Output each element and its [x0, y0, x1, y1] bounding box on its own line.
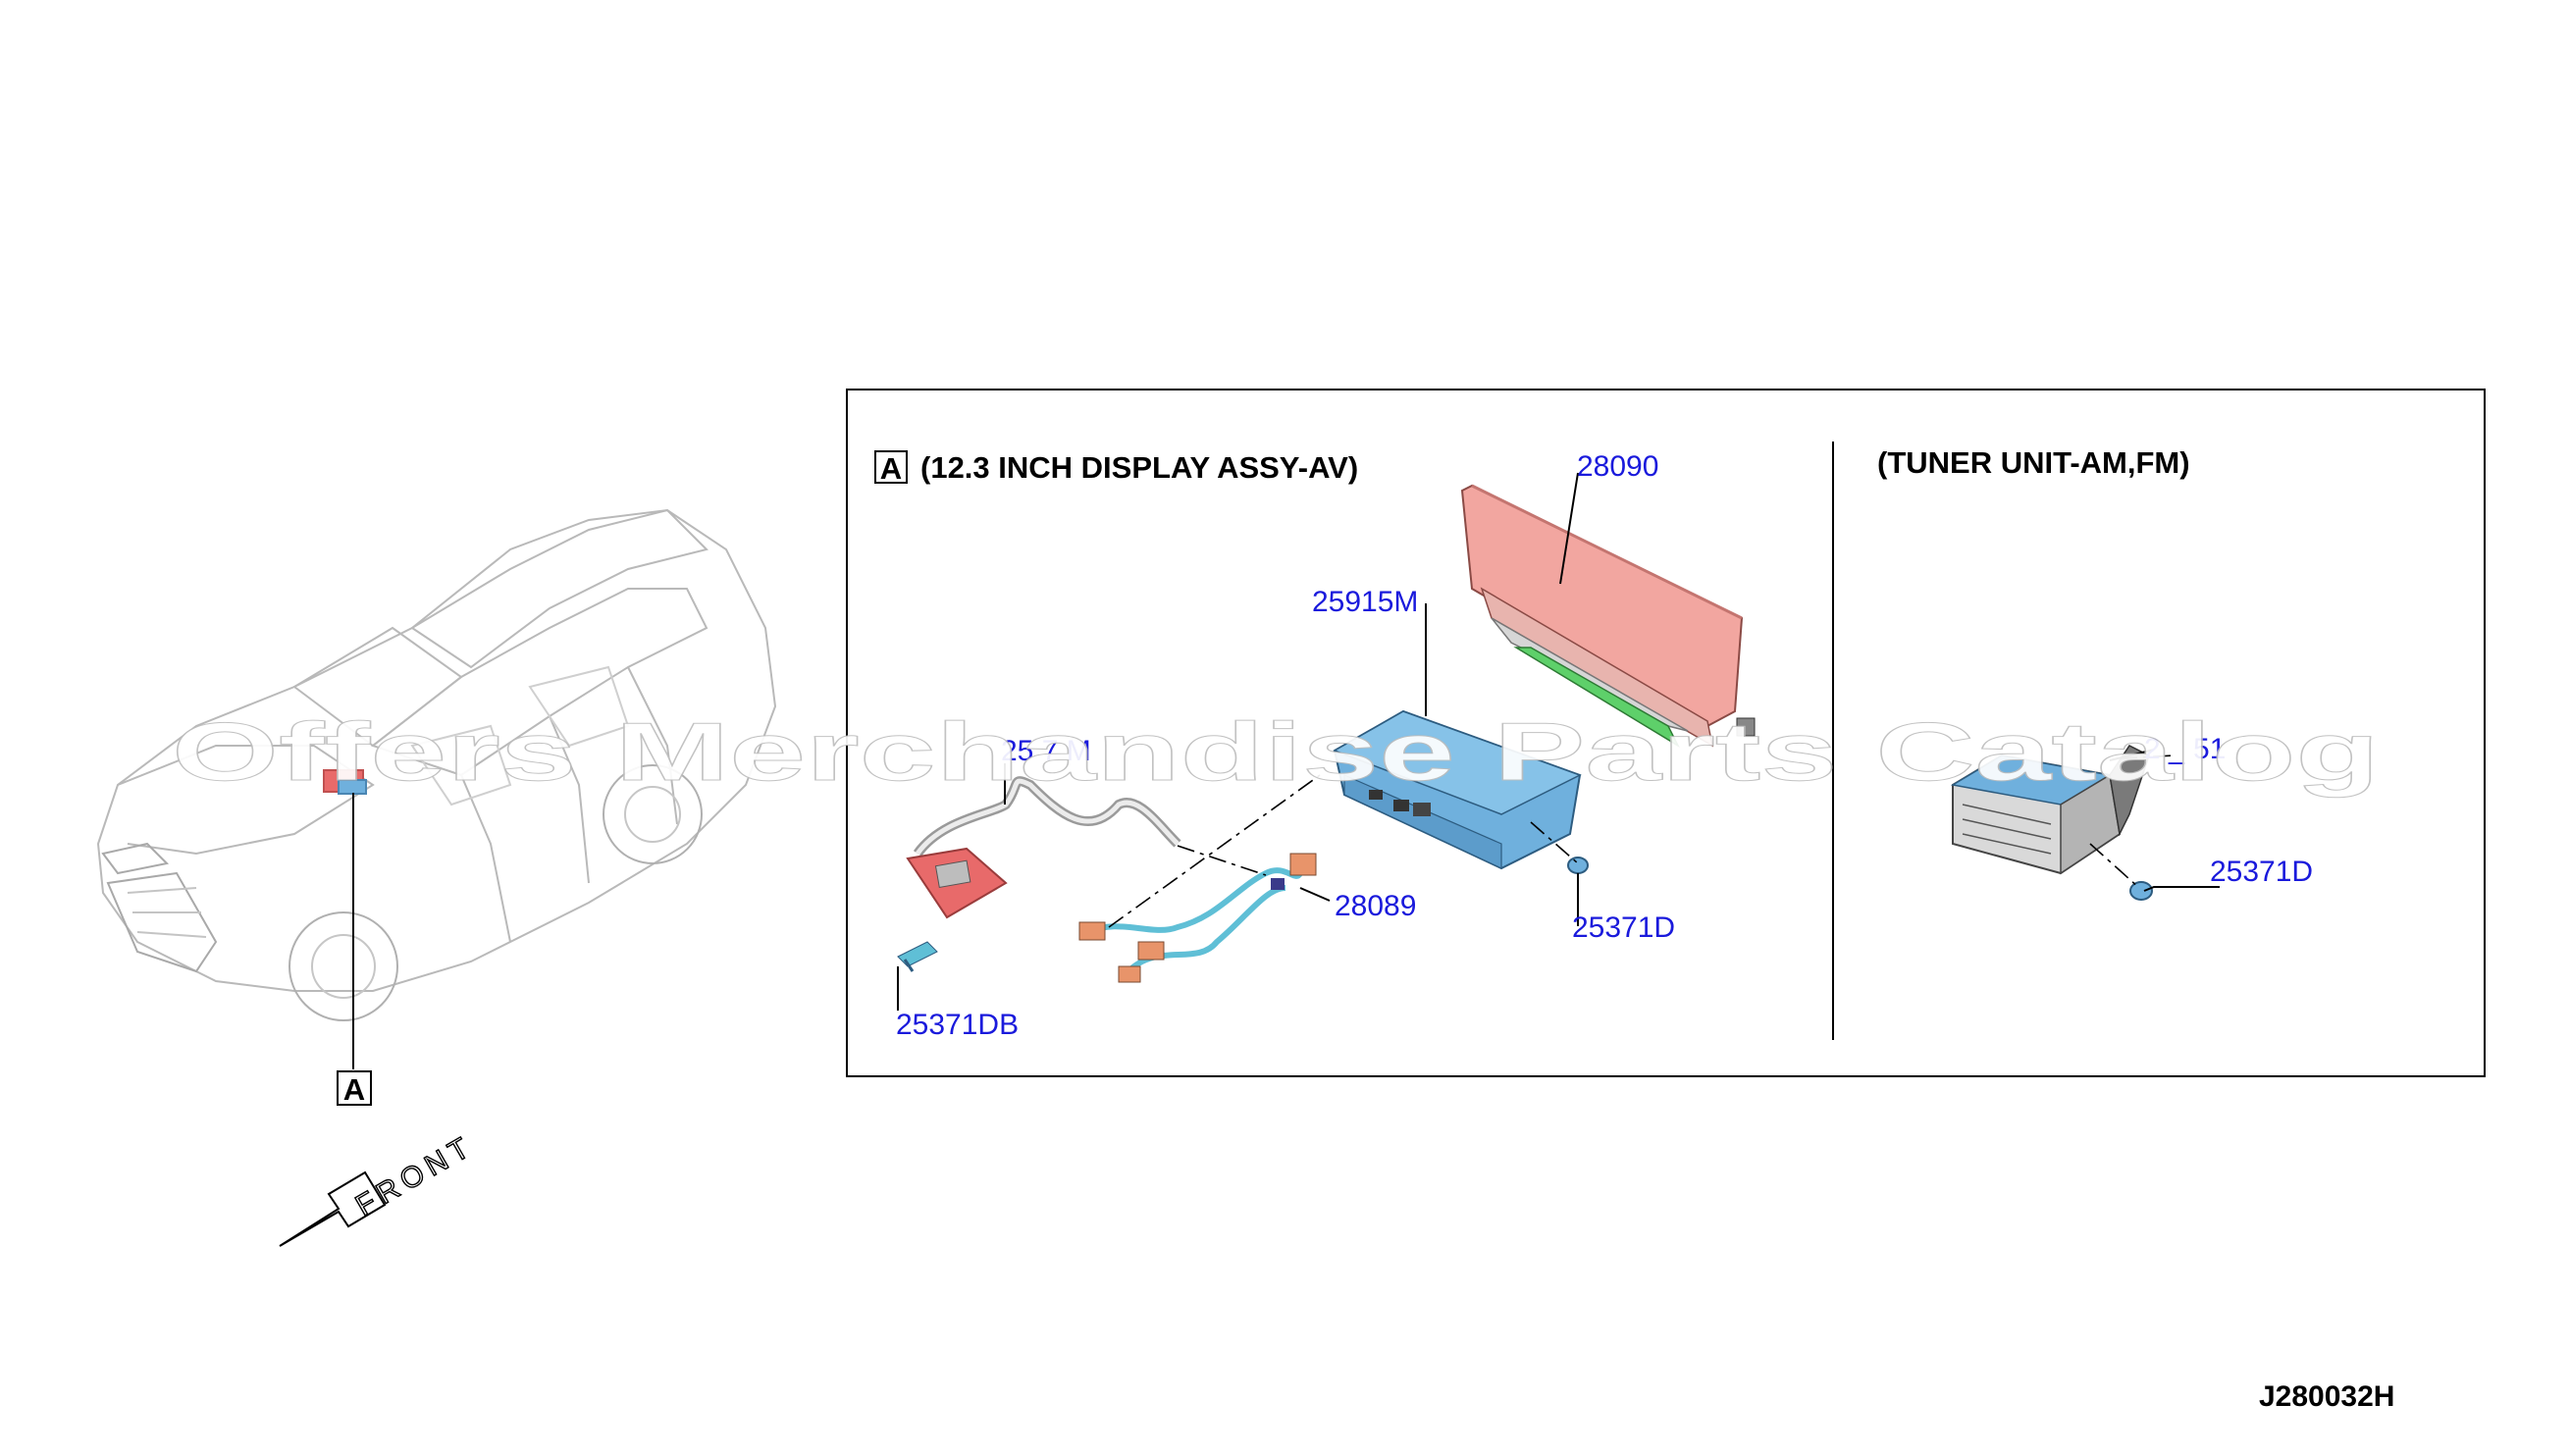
watermark: Offers Merchandise Parts Catalog — [172, 705, 2380, 798]
antenna-cable-25917m — [906, 776, 1181, 919]
part-label-25917m[interactable]: 25 7 M — [1001, 735, 1091, 767]
part-label-28090[interactable]: 28090 — [1577, 450, 1658, 483]
tuner-unit — [1950, 745, 2150, 875]
part-label-25371db[interactable]: 25371DB — [896, 1009, 1019, 1041]
part-label-tuner[interactable]: 2 _ 51 — [2144, 733, 2226, 765]
section-a-title: (12.3 INCH DISPLAY ASSY-AV) — [920, 450, 1358, 485]
part-label-25371d-b[interactable]: 25371D — [2210, 856, 2313, 888]
part-label-25371d-a[interactable]: 25371D — [1572, 911, 1675, 944]
center-lines — [1108, 754, 2175, 928]
section-a-marker: A — [880, 451, 902, 486]
vehicle-body-outline — [96, 508, 777, 992]
part-label-25915m[interactable]: 25915M — [1312, 586, 1418, 618]
screw-25371db — [897, 941, 938, 972]
section-b-title: (TUNER UNIT-AM,FM) — [1877, 445, 2190, 480]
front-direction-indicator: FRONT — [279, 1128, 481, 1247]
vehicle-hood — [117, 745, 375, 856]
av-unit-25915m — [1333, 709, 1582, 870]
diagram-code: J280032H — [2259, 1380, 2394, 1413]
screw-25371d-b — [2129, 881, 2153, 901]
display-unit-28090 — [1460, 484, 1756, 748]
view-marker-label: A — [343, 1072, 365, 1107]
harness-28089 — [1078, 853, 1317, 983]
part-label-28089[interactable]: 28089 — [1335, 890, 1416, 922]
screw-25371d-a — [1567, 857, 1589, 874]
front-wheel — [288, 911, 398, 1021]
leader-lines — [897, 472, 2220, 1011]
section-a-marker-box — [874, 450, 908, 484]
view-marker-box — [337, 1070, 372, 1106]
vehicle-roof — [410, 508, 708, 669]
vehicle-overview — [96, 508, 777, 1021]
vehicle-grille — [106, 871, 218, 973]
front-label: FRONT — [350, 1129, 480, 1222]
rear-wheel — [603, 764, 703, 864]
front-arrow-icon — [279, 1170, 387, 1247]
parts-panel-frame — [846, 389, 2486, 1077]
